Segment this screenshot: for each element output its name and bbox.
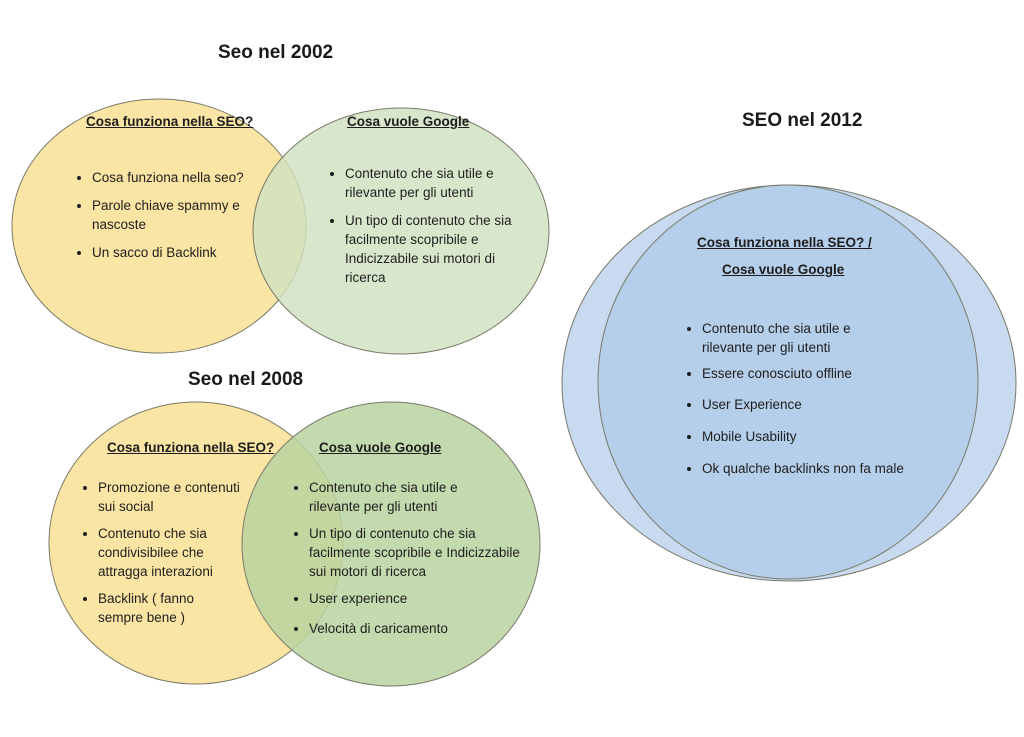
list-2012: Contenuto che sia utile e rilevante per … bbox=[688, 319, 942, 478]
list-item: Un tipo di contenuto che sia facilmente … bbox=[309, 524, 521, 581]
list-item: Contenuto che sia condivisibilee che att… bbox=[98, 524, 238, 581]
list-item: Velocità di caricamento bbox=[309, 619, 531, 638]
list-item: Promozione e contenuti sui social bbox=[98, 478, 258, 516]
title-2008: Seo nel 2008 bbox=[188, 369, 304, 390]
list-2008-google: Contenuto che sia utile e rilevante per … bbox=[295, 478, 531, 638]
list-item: Essere conosciuto offline bbox=[702, 364, 942, 383]
heading-2002-seo: Cosa funziona nella SEO? bbox=[86, 114, 254, 129]
list-item: Contenuto che sia utile e rilevante per … bbox=[309, 478, 489, 516]
circle-2012-inner bbox=[597, 184, 979, 580]
list-item: Mobile Usability bbox=[702, 427, 942, 446]
list-item: Contenuto che sia utile e rilevante per … bbox=[345, 164, 507, 202]
list-item: Contenuto che sia utile e rilevante per … bbox=[702, 319, 870, 357]
list-item: User experience bbox=[309, 589, 531, 608]
heading-2008-seo: Cosa funziona nella SEO? bbox=[107, 440, 275, 455]
heading-2008-google: Cosa vuole Google bbox=[319, 440, 442, 455]
list-item: Parole chiave spammy e nascoste bbox=[92, 196, 252, 234]
list-2008-seo: Promozione e contenuti sui social Conten… bbox=[84, 478, 268, 627]
list-item: User Experience bbox=[702, 395, 942, 414]
list-item: Ok qualche backlinks non fa male bbox=[702, 459, 942, 478]
list-2002-seo: Cosa funziona nella seo? Parole chiave s… bbox=[78, 168, 270, 262]
heading-2012-line1: Cosa funziona nella SEO? / bbox=[697, 235, 872, 250]
heading-2012-line2: Cosa vuole Google bbox=[722, 262, 845, 277]
list-item: Cosa funziona nella seo? bbox=[92, 168, 270, 187]
title-2002: Seo nel 2002 bbox=[218, 42, 334, 63]
title-2012: SEO nel 2012 bbox=[742, 110, 863, 131]
list-item: Un sacco di Backlink bbox=[92, 243, 270, 262]
circle-2002-google bbox=[252, 107, 550, 355]
list-2002-google: Contenuto che sia utile e rilevante per … bbox=[331, 164, 525, 287]
circle-2008-google bbox=[241, 401, 541, 687]
heading-2002-google: Cosa vuole Google bbox=[347, 114, 470, 129]
list-item: Un tipo di contenuto che sia facilmente … bbox=[345, 211, 521, 287]
list-item: Backlink ( fanno sempre bene ) bbox=[98, 589, 210, 627]
